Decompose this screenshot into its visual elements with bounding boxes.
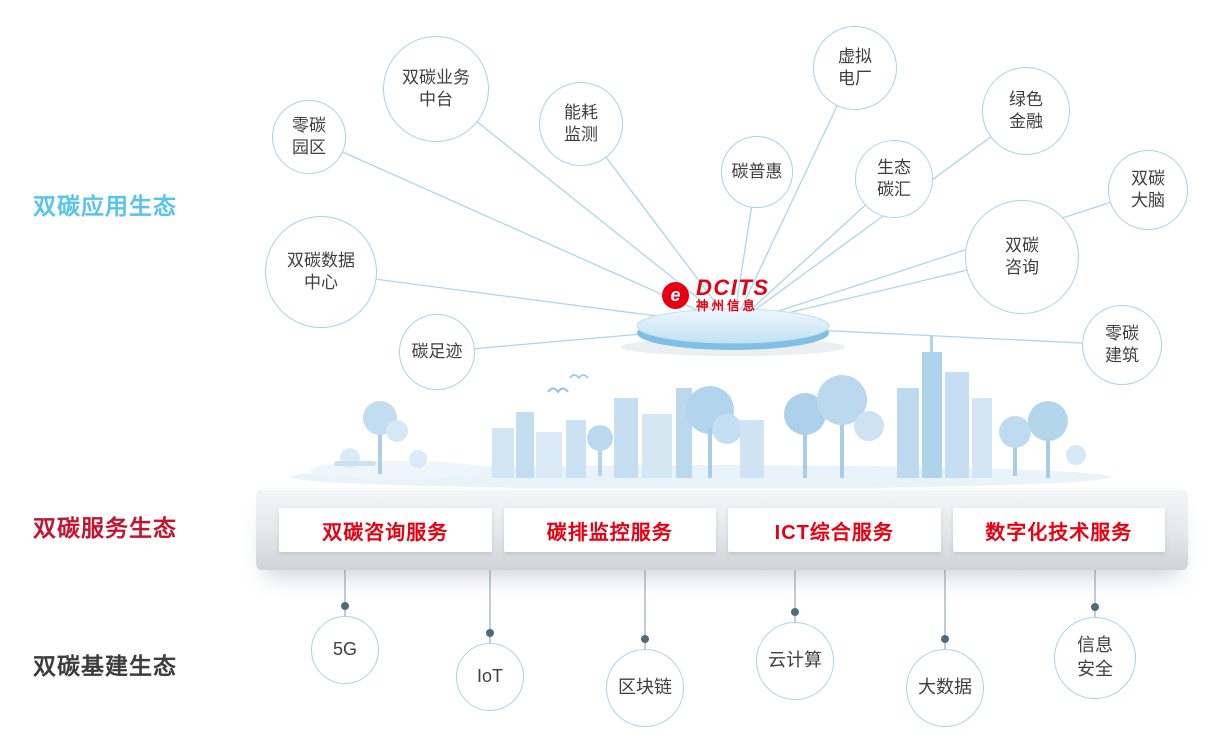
application-bubble-label: 双碳业务 中台 [402, 67, 470, 109]
connector-dot [341, 602, 349, 610]
section-label-service: 双碳服务生态 [33, 515, 177, 541]
application-bubble: 双碳 咨询 [965, 200, 1079, 314]
infrastructure-bubble: 云计算 [756, 622, 834, 700]
application-bubble: 虚拟 电厂 [813, 26, 897, 110]
connector-dot [1091, 603, 1099, 611]
application-bubble: 绿色 金融 [982, 67, 1070, 155]
dcits-logo-text: DCITS [696, 275, 770, 300]
infrastructure-bubble-label: 云计算 [768, 650, 822, 671]
service-box-ict: ICT综合服务 [728, 508, 941, 552]
infrastructure-bubble: 信息 安全 [1054, 617, 1136, 699]
application-bubble-label: 虚拟 电厂 [838, 46, 872, 88]
service-box-consulting: 双碳咨询服务 [279, 508, 492, 552]
infrastructure-bubble: 5G [311, 616, 379, 684]
connector-dot [641, 635, 649, 643]
application-bubble-label: 碳足迹 [411, 341, 463, 361]
application-bubble-label: 双碳数据 中心 [287, 250, 355, 292]
infrastructure-bubble-label: 信息 安全 [1077, 635, 1113, 679]
connector-dot [791, 608, 799, 616]
application-bubble-label: 零碳 园区 [292, 115, 326, 157]
infrastructure-bubble: 区块链 [606, 649, 684, 727]
dcits-logo-icon: e [662, 281, 689, 309]
hub-connector-line [436, 325, 734, 353]
service-box-label: ICT综合服务 [774, 521, 894, 544]
application-bubble-label: 碳普惠 [731, 161, 783, 181]
service-box-label: 碳排监控服务 [546, 521, 673, 544]
application-bubble-label: 零碳 建筑 [1105, 323, 1139, 365]
application-bubble: 能耗 监测 [539, 82, 623, 166]
connector-dot [941, 635, 949, 643]
service-box-label: 数字化技术服务 [985, 521, 1133, 544]
application-bubble: 零碳 建筑 [1082, 305, 1162, 385]
connector-dot [486, 629, 494, 637]
application-bubble-label: 双碳 大脑 [1131, 168, 1165, 210]
infrastructure-bubble-label: 5G [332, 639, 357, 660]
infrastructure-bubble: IoT [456, 643, 524, 711]
service-box-label: 双碳咨询服务 [322, 521, 449, 544]
application-bubble: 碳足迹 [399, 314, 475, 390]
application-bubble: 双碳 大脑 [1108, 150, 1188, 230]
infrastructure-bubble-label: IoT [476, 666, 503, 687]
application-bubble-label: 能耗 监测 [564, 102, 598, 144]
section-label-infrastructure: 双碳基建生态 [33, 653, 177, 679]
service-box-digital-tech: 数字化技术服务 [952, 508, 1165, 552]
service-box-carbon-monitoring: 碳排监控服务 [503, 508, 716, 552]
section-label-application: 双碳应用生态 [33, 193, 177, 219]
application-bubble: 生态 碳汇 [855, 140, 933, 218]
service-platform: 双碳咨询服务 碳排监控服务 ICT综合服务 数字化技术服务 [256, 488, 1188, 570]
dcits-logo: e DCITS 神州信息 [662, 276, 770, 314]
infrastructure-bubble-label: 大数据 [918, 677, 972, 698]
hub-platform-disc [621, 308, 845, 356]
application-bubble: 双碳数据 中心 [265, 216, 377, 328]
application-bubble: 碳普惠 [721, 136, 793, 208]
infrastructure-bubble: 大数据 [906, 649, 984, 727]
infrastructure-bubble-label: 区块链 [618, 677, 672, 698]
application-bubble: 双碳业务 中台 [383, 36, 489, 142]
hub-connector-line [732, 189, 1149, 327]
dcits-logo-subtext: 神州信息 [696, 299, 759, 314]
application-bubble: 零碳 园区 [272, 100, 346, 174]
hub-connector-line [732, 325, 1123, 346]
application-bubble-label: 双碳 咨询 [1005, 235, 1039, 277]
application-bubble-label: 绿色 金融 [1009, 89, 1043, 131]
application-bubble-label: 生态 碳汇 [877, 157, 911, 199]
